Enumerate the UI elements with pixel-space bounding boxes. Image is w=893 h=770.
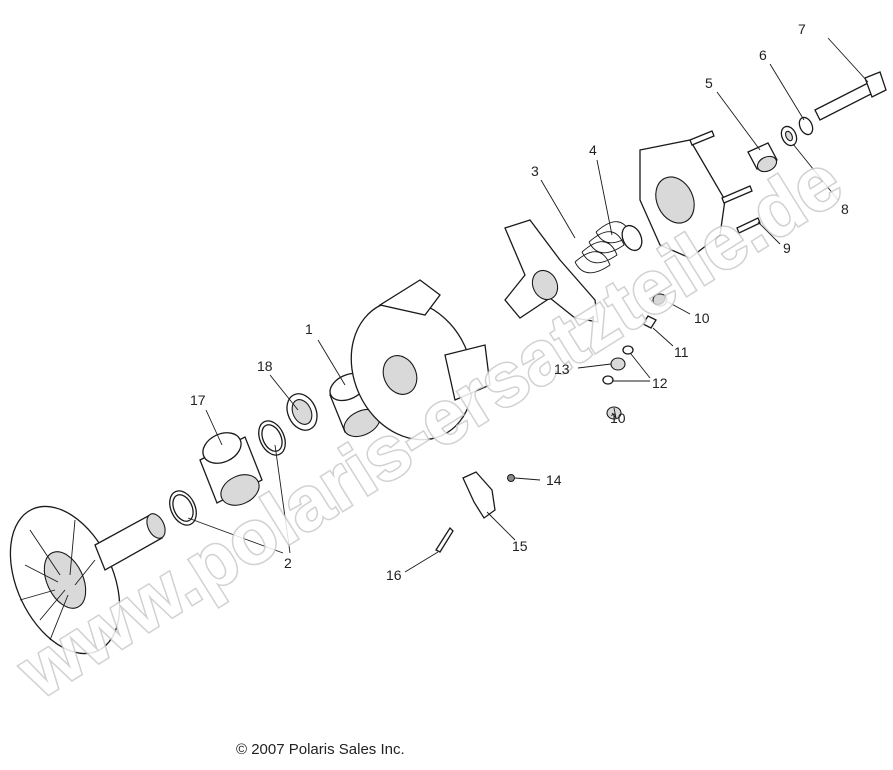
callout-12: 12	[652, 375, 668, 391]
callout-17: 17	[190, 392, 206, 408]
pin-11	[642, 315, 657, 329]
watermark-text: www.polaris-ersatzteile.de	[3, 138, 856, 715]
callout-13: 13	[554, 361, 570, 377]
seal-18	[286, 393, 318, 431]
callout-16: 16	[386, 567, 402, 583]
copyright-notice: © 2007 Polaris Sales Inc.	[236, 741, 405, 758]
callout-3: 3	[531, 163, 539, 179]
washer-8	[780, 125, 798, 147]
callout-2: 2	[284, 555, 292, 571]
cover-plate	[639, 139, 726, 259]
washer-6	[798, 116, 814, 136]
callout-5: 5	[705, 75, 713, 91]
movable-sheave	[350, 279, 491, 441]
leader-lines	[187, 37, 869, 573]
bushing-5	[747, 142, 778, 173]
sleeve-17	[199, 432, 263, 506]
weight-15	[462, 471, 496, 519]
roller-10-upper	[652, 293, 668, 307]
spider-3	[504, 219, 599, 323]
cover-bolts	[689, 130, 761, 234]
roller-10-lower	[606, 406, 622, 420]
snap-ring-2-upper	[258, 420, 286, 456]
callout-7: 7	[798, 21, 806, 37]
stationary-sheave	[9, 505, 166, 655]
callout-11: 11	[674, 344, 689, 360]
nut-14	[507, 474, 515, 482]
callout-6: 6	[759, 47, 767, 63]
callout-10-lower: 10	[610, 410, 626, 426]
callout-1: 1	[305, 321, 313, 337]
callout-18: 18	[257, 358, 273, 374]
callout-labels: 1 2 3 4 5 6 7 8 9 10 10 11 12 13 14 15 1…	[190, 21, 849, 583]
spring-4	[574, 221, 643, 274]
callout-4: 4	[589, 142, 597, 158]
snap-ring-2-lower	[169, 490, 197, 526]
callout-14: 14	[546, 472, 562, 488]
callout-15: 15	[512, 538, 528, 554]
callout-10-upper: 10	[694, 310, 710, 326]
callout-9: 9	[783, 240, 791, 256]
bolt-7	[814, 71, 887, 121]
callout-8: 8	[841, 201, 849, 217]
washer-12	[602, 345, 634, 385]
pin-16	[435, 526, 454, 553]
